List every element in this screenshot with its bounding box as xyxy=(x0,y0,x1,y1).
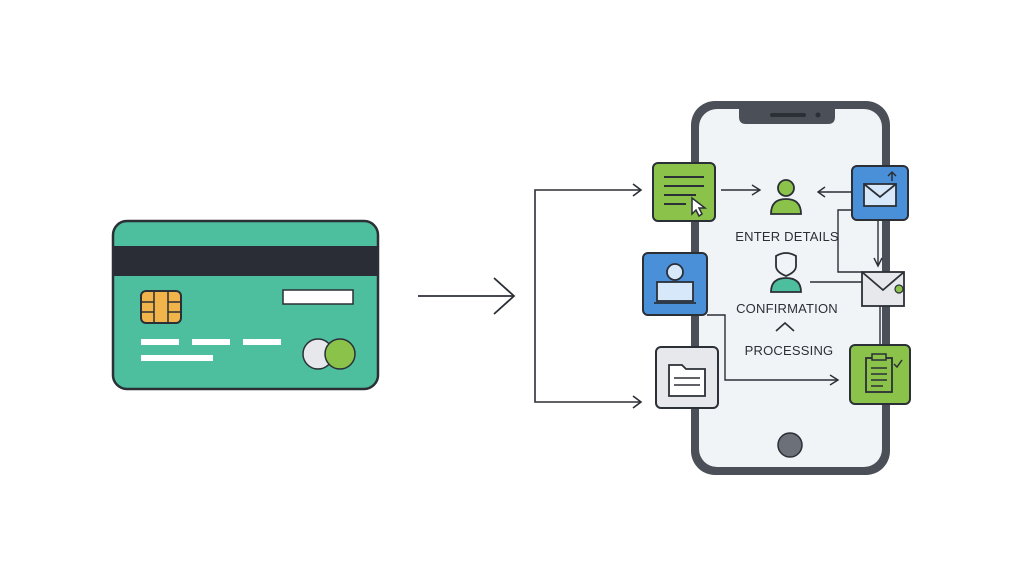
card-magnetic-stripe xyxy=(114,246,377,276)
main-flow-arrow xyxy=(418,277,516,315)
document-check-icon xyxy=(849,344,911,405)
form-cursor-icon xyxy=(652,162,716,222)
step-label-confirmation: CONFIRMATION xyxy=(736,301,838,316)
envelope-icon xyxy=(861,271,905,307)
branch-connector xyxy=(534,183,643,409)
step-label-processing: PROCESSING xyxy=(745,343,834,358)
step-label-enter-details: ENTER DETAILS xyxy=(735,229,839,244)
user-shield-icon xyxy=(770,252,802,293)
email-upload-icon xyxy=(851,165,909,221)
user-icon xyxy=(770,179,802,215)
inner-connectors xyxy=(707,184,883,386)
folder-icon xyxy=(655,346,719,409)
card-number-lines xyxy=(141,339,281,361)
credit-card-icon xyxy=(111,219,380,391)
phone-home-button xyxy=(777,432,803,458)
card-chip-icon xyxy=(140,290,182,324)
card-brand-logo xyxy=(302,338,356,370)
card-signature-panel xyxy=(282,289,354,305)
profile-card-icon xyxy=(642,252,708,316)
